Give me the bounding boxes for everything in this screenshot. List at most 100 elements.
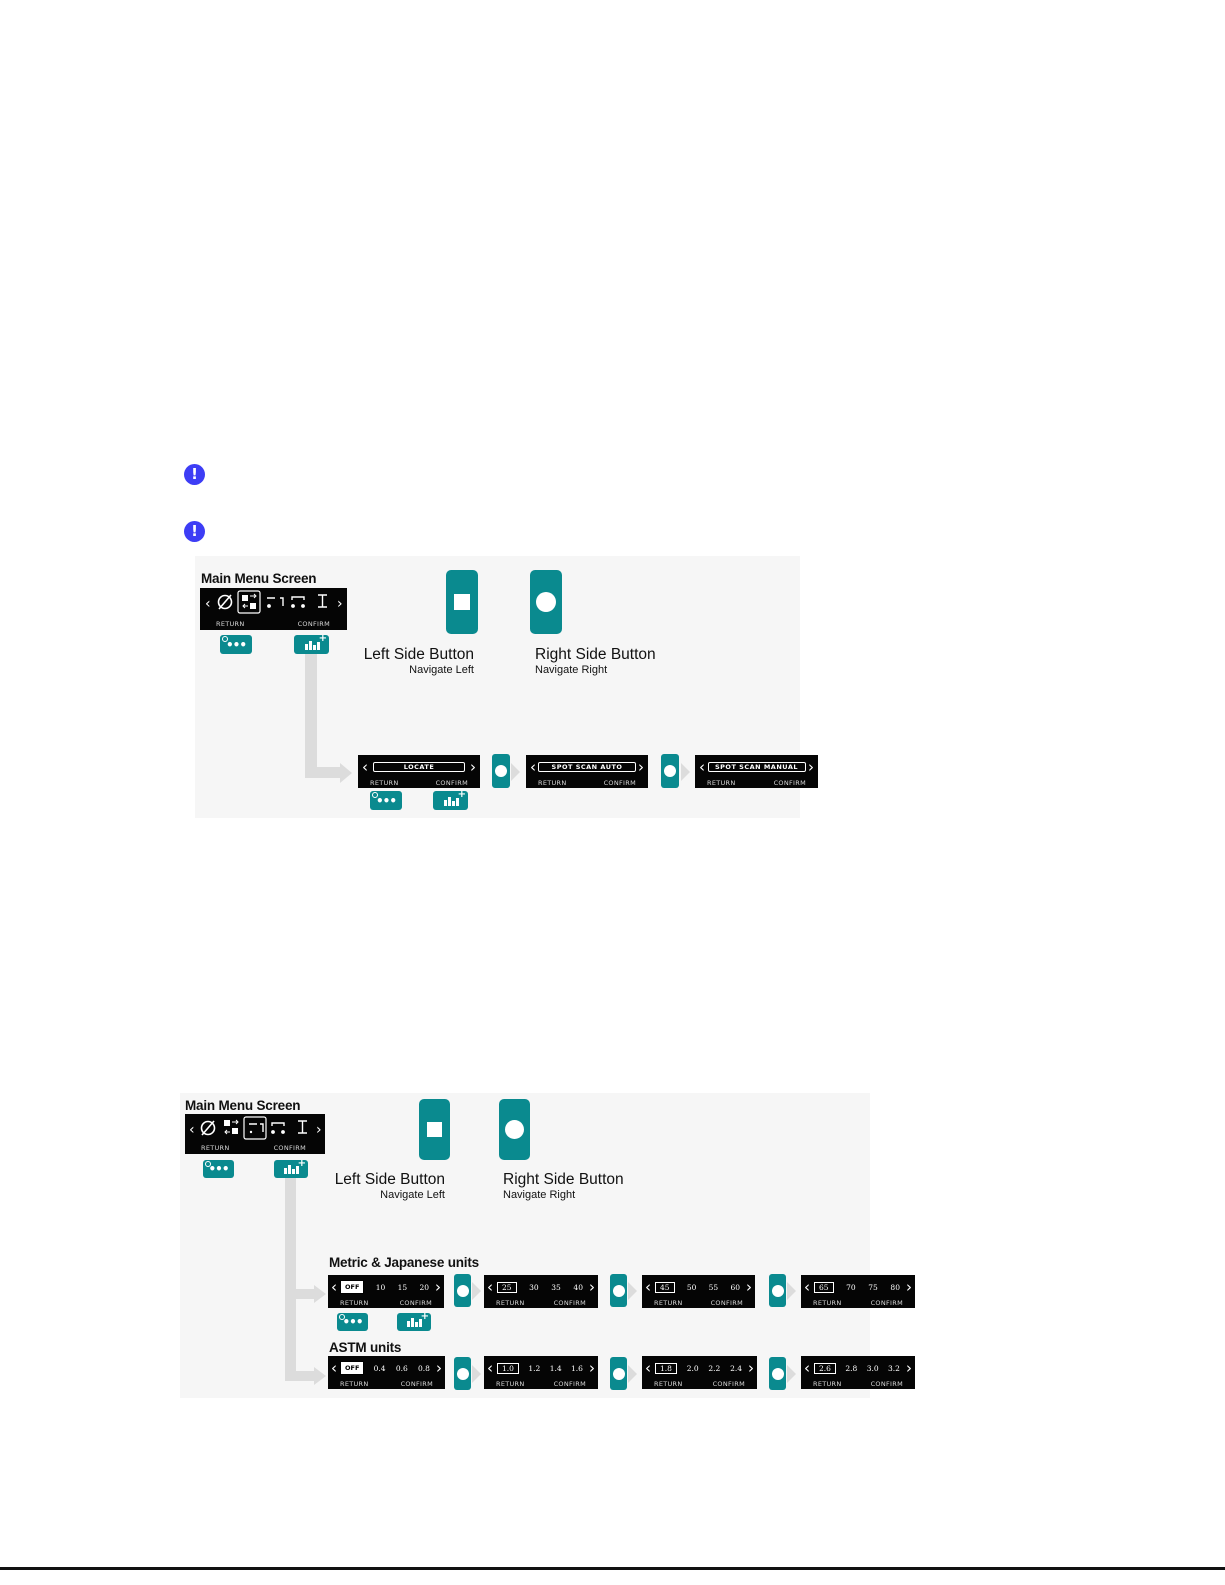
return-button[interactable]: •••	[203, 1160, 234, 1178]
selected-value: OFF	[339, 1361, 365, 1375]
right-button-caption: Right Side Button Navigate Right	[535, 646, 656, 676]
flow-arrowhead	[628, 1365, 637, 1383]
flow-arrowhead	[787, 1282, 796, 1300]
square-icon	[454, 594, 470, 610]
confirm-label: CONFIRM	[553, 1380, 586, 1388]
return-label: RETURN	[340, 1380, 369, 1388]
confirm-button[interactable]: +	[397, 1311, 431, 1331]
page-bottom-rule	[0, 1567, 1225, 1570]
flow-arrow	[285, 1289, 315, 1299]
return-label: RETURN	[340, 1299, 369, 1307]
return-label: RETURN	[496, 1299, 525, 1307]
main-menu-icons: ‹ ›	[189, 1116, 322, 1140]
svg-text:›: ›	[316, 1122, 322, 1138]
value: 80	[890, 1282, 900, 1292]
confirm-label: CONFIRM	[273, 1144, 306, 1152]
right-button-subtitle: Navigate Right	[503, 1189, 576, 1201]
left-button-title: Left Side Button	[334, 1171, 445, 1188]
flow-arrowhead	[628, 1282, 637, 1300]
return-button[interactable]: •••	[370, 791, 402, 810]
more-icon: •••	[208, 1162, 229, 1176]
depth-icon	[243, 1116, 267, 1140]
value: 1.4	[549, 1363, 562, 1373]
main-menu-screen: ‹ › RETURN CONFIRM	[200, 588, 347, 630]
value: 2.0	[686, 1363, 699, 1373]
confirm-label: CONFIRM	[297, 620, 330, 628]
no-measure-icon	[200, 1120, 216, 1136]
value: 1.2	[528, 1363, 541, 1373]
diagram-title: Main Menu Screen	[201, 571, 317, 586]
confirm-label: CONFIRM	[553, 1299, 586, 1307]
right-button-title: Right Side Button	[535, 646, 656, 663]
right-button-title: Right Side Button	[503, 1171, 624, 1188]
depth-icon	[267, 597, 284, 608]
confirm-label: CONFIRM	[603, 779, 636, 787]
return-label: RETURN	[654, 1380, 683, 1388]
warning-icon: !	[184, 464, 205, 485]
return-button[interactable]: •••	[220, 635, 252, 654]
confirm-label: CONFIRM	[712, 1380, 745, 1388]
no-measure-icon	[217, 594, 233, 610]
value: 70	[846, 1282, 856, 1292]
flow-arrowhead	[314, 1285, 326, 1303]
bar-chart-icon	[407, 1318, 422, 1327]
value: 40	[573, 1282, 583, 1292]
value: 0.6	[395, 1363, 408, 1373]
metric-units-label: Metric & Japanese units	[329, 1255, 479, 1270]
right-button-step-icon	[769, 1357, 786, 1390]
flow-arrow	[285, 1371, 315, 1381]
left-button-caption: Left Side Button Navigate Left	[330, 1171, 445, 1201]
selected-value: 1.0	[497, 1362, 519, 1374]
scan-mode-icon	[237, 590, 261, 614]
width-icon	[271, 1122, 285, 1134]
value: 15	[397, 1282, 408, 1292]
svg-text:‹: ‹	[189, 1122, 195, 1138]
confirm-button[interactable]: +	[433, 789, 468, 810]
right-button-step-icon	[454, 1357, 471, 1390]
value: 55	[708, 1282, 719, 1292]
flow-arrowhead	[314, 1367, 326, 1385]
value: 2.2	[708, 1363, 721, 1373]
value: 0.8	[418, 1363, 430, 1373]
right-button-step-icon	[454, 1274, 471, 1307]
flow-arrowhead	[681, 763, 690, 781]
confirm-label: CONFIRM	[399, 1299, 432, 1307]
selected-value: 25	[497, 1281, 517, 1293]
selected-value: 65	[814, 1281, 834, 1293]
right-button-step-icon	[492, 754, 510, 788]
right-button-step-icon	[610, 1274, 627, 1307]
mode-label: SPOT SCAN AUTO	[538, 762, 636, 772]
flow-arrow	[305, 654, 317, 778]
right-button-subtitle: Navigate Right	[535, 664, 608, 676]
flow-arrowhead	[472, 1365, 481, 1383]
confirm-button[interactable]: +	[274, 1158, 308, 1178]
left-button-subtitle: Navigate Left	[409, 664, 474, 676]
selected-value: 1.8	[655, 1362, 677, 1374]
value: 35	[551, 1282, 561, 1292]
value: 30	[529, 1282, 539, 1292]
right-side-button-illustration	[530, 570, 562, 634]
return-label: RETURN	[707, 779, 736, 787]
confirm-label: CONFIRM	[870, 1380, 903, 1388]
flow-arrowhead	[472, 1282, 481, 1300]
mode-label: LOCATE	[373, 762, 465, 772]
more-icon: •••	[342, 1315, 363, 1329]
bar-chart-icon	[444, 797, 459, 806]
confirm-button[interactable]: +	[294, 633, 329, 654]
confirm-label: CONFIRM	[710, 1299, 743, 1307]
mode-label: SPOT SCAN MANUAL	[707, 762, 806, 772]
more-icon: •••	[375, 793, 397, 808]
return-button[interactable]: •••	[337, 1313, 368, 1331]
left-button-subtitle: Navigate Left	[380, 1189, 445, 1201]
more-icon: •••	[225, 637, 247, 652]
value: 3.2	[888, 1363, 900, 1373]
main-menu-icons: ‹ ›	[205, 590, 343, 614]
value: 2.8	[845, 1363, 858, 1373]
selected-value: 2.6	[814, 1362, 836, 1374]
